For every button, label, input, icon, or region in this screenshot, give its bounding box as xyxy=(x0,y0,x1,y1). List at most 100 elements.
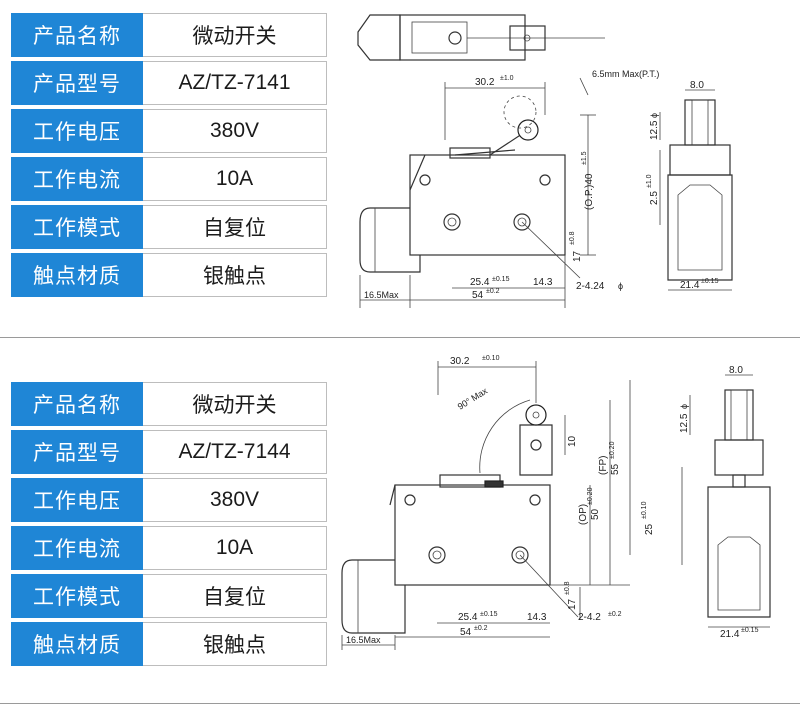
spec-row: 工作模式自复位 xyxy=(11,574,327,618)
dim-label: ±0.2 xyxy=(486,288,500,295)
spec-label: 产品名称 xyxy=(11,13,143,57)
section-divider xyxy=(0,703,800,704)
dim-label: 12.5 xyxy=(649,120,660,140)
dim-label: ±0.20 xyxy=(587,487,594,505)
dim-label: 21.4 xyxy=(720,629,740,640)
dim-label: 17 xyxy=(567,598,578,610)
top-view xyxy=(357,14,605,61)
spec-label: 产品名称 xyxy=(11,382,143,426)
dim-label: 25.4 xyxy=(470,277,490,288)
dim-label: 16.5Max xyxy=(364,290,399,300)
dim-label: 2-4.24 xyxy=(576,281,605,292)
spec-value: AZ/TZ-7144 xyxy=(143,430,327,474)
dimension-lines xyxy=(341,361,631,650)
dim-label: 12.5 xyxy=(679,413,690,433)
dim-label: ±0.20 xyxy=(609,441,616,459)
spec-row: 产品名称微动开关 xyxy=(11,13,327,57)
dim-label: ±0.15 xyxy=(492,276,510,283)
dim-label: 21.4 xyxy=(680,280,700,291)
dim-label: 10 xyxy=(567,435,578,447)
spec-label: 工作模式 xyxy=(11,574,143,618)
dim-label: 14.3 xyxy=(527,612,547,623)
spec-label: 触点材质 xyxy=(11,253,143,297)
dim-label: ±0.2 xyxy=(608,611,622,618)
dim-label: ±0.10 xyxy=(482,355,500,362)
dim-label: 50 xyxy=(590,508,601,520)
dimension-labels: 30.2 ±0.10 90° Max 10 (OP) 50 ±0.20 (FP)… xyxy=(346,355,759,645)
dim-label: 2-4.2 xyxy=(578,612,601,623)
spec-value: 银触点 xyxy=(143,253,327,297)
spec-label: 工作电流 xyxy=(11,157,143,201)
spec-row: 触点材质银触点 xyxy=(11,622,327,666)
dim-label: ϕ xyxy=(649,113,659,118)
spec-row: 触点材质银触点 xyxy=(11,253,327,297)
dim-label: 55 xyxy=(610,463,621,475)
side-view xyxy=(681,374,771,628)
dim-label: 14.3 xyxy=(533,277,553,288)
dim-label: 8.0 xyxy=(690,80,704,91)
spec-label: 工作电流 xyxy=(11,526,143,570)
dim-label: (FP) xyxy=(598,456,609,475)
spec-label: 产品型号 xyxy=(11,430,143,474)
dim-label: ±0.15 xyxy=(480,611,498,618)
dim-label: ±1.0 xyxy=(500,75,514,82)
dim-label: 2.5 xyxy=(649,191,660,205)
spec-value: AZ/TZ-7141 xyxy=(143,61,327,105)
dimension-drawing: 30.2 ±1.0 6.5mm Max(P.T.) (O.P.)40 ±1.5 … xyxy=(357,14,733,308)
spec-value: 银触点 xyxy=(143,622,327,666)
dim-label: 54 xyxy=(472,290,484,301)
front-view xyxy=(359,95,581,279)
side-view xyxy=(659,89,733,291)
dimension-lines xyxy=(359,77,596,308)
spec-label: 工作电压 xyxy=(11,109,143,153)
dim-label: ±1.5 xyxy=(581,151,588,165)
spec-value: 微动开关 xyxy=(143,382,327,426)
dim-label: ϕ xyxy=(618,281,623,291)
spec-value: 自复位 xyxy=(143,574,327,618)
spec-label: 产品型号 xyxy=(11,61,143,105)
dim-label: (OP) xyxy=(578,504,589,525)
dim-label: ±0.8 xyxy=(564,581,571,595)
dim-label: 25.4 xyxy=(458,612,478,623)
spec-row: 产品名称微动开关 xyxy=(11,382,327,426)
spec-value: 微动开关 xyxy=(143,13,327,57)
dim-label: ±0.10 xyxy=(641,501,648,519)
dim-label: 16.5Max xyxy=(346,635,381,645)
dim-label: 17 xyxy=(572,250,583,262)
spec-value: 10A xyxy=(143,157,327,201)
dim-label: 30.2 xyxy=(450,356,470,367)
spec-value: 380V xyxy=(143,109,327,153)
spec-value: 自复位 xyxy=(143,205,327,249)
dim-label: ±0.15 xyxy=(741,627,759,634)
dim-label: ±0.15 xyxy=(701,278,719,285)
dim-label: 8.0 xyxy=(729,365,743,376)
spec-label: 工作电压 xyxy=(11,478,143,522)
dim-label: ±1.0 xyxy=(646,174,653,188)
dim-label: 25 xyxy=(644,523,655,535)
dim-label: ±0.2 xyxy=(474,625,488,632)
spec-value: 10A xyxy=(143,526,327,570)
dimension-drawing: 30.2 ±0.10 90° Max 10 (OP) 50 ±0.20 (FP)… xyxy=(341,355,771,650)
spec-label: 触点材质 xyxy=(11,622,143,666)
dim-label: 90° Max xyxy=(456,385,490,411)
front-view xyxy=(341,399,579,634)
section-divider xyxy=(0,337,800,338)
spec-row: 工作模式自复位 xyxy=(11,205,327,249)
dim-label: 54 xyxy=(460,627,472,638)
dimension-labels: 30.2 ±1.0 6.5mm Max(P.T.) (O.P.)40 ±1.5 … xyxy=(364,69,719,301)
dim-label: 6.5mm Max(P.T.) xyxy=(592,69,659,79)
spec-label: 工作模式 xyxy=(11,205,143,249)
dim-label: ϕ xyxy=(679,404,689,409)
dim-label: (O.P.)40 xyxy=(584,173,595,210)
dim-label: ±0.8 xyxy=(569,231,576,245)
